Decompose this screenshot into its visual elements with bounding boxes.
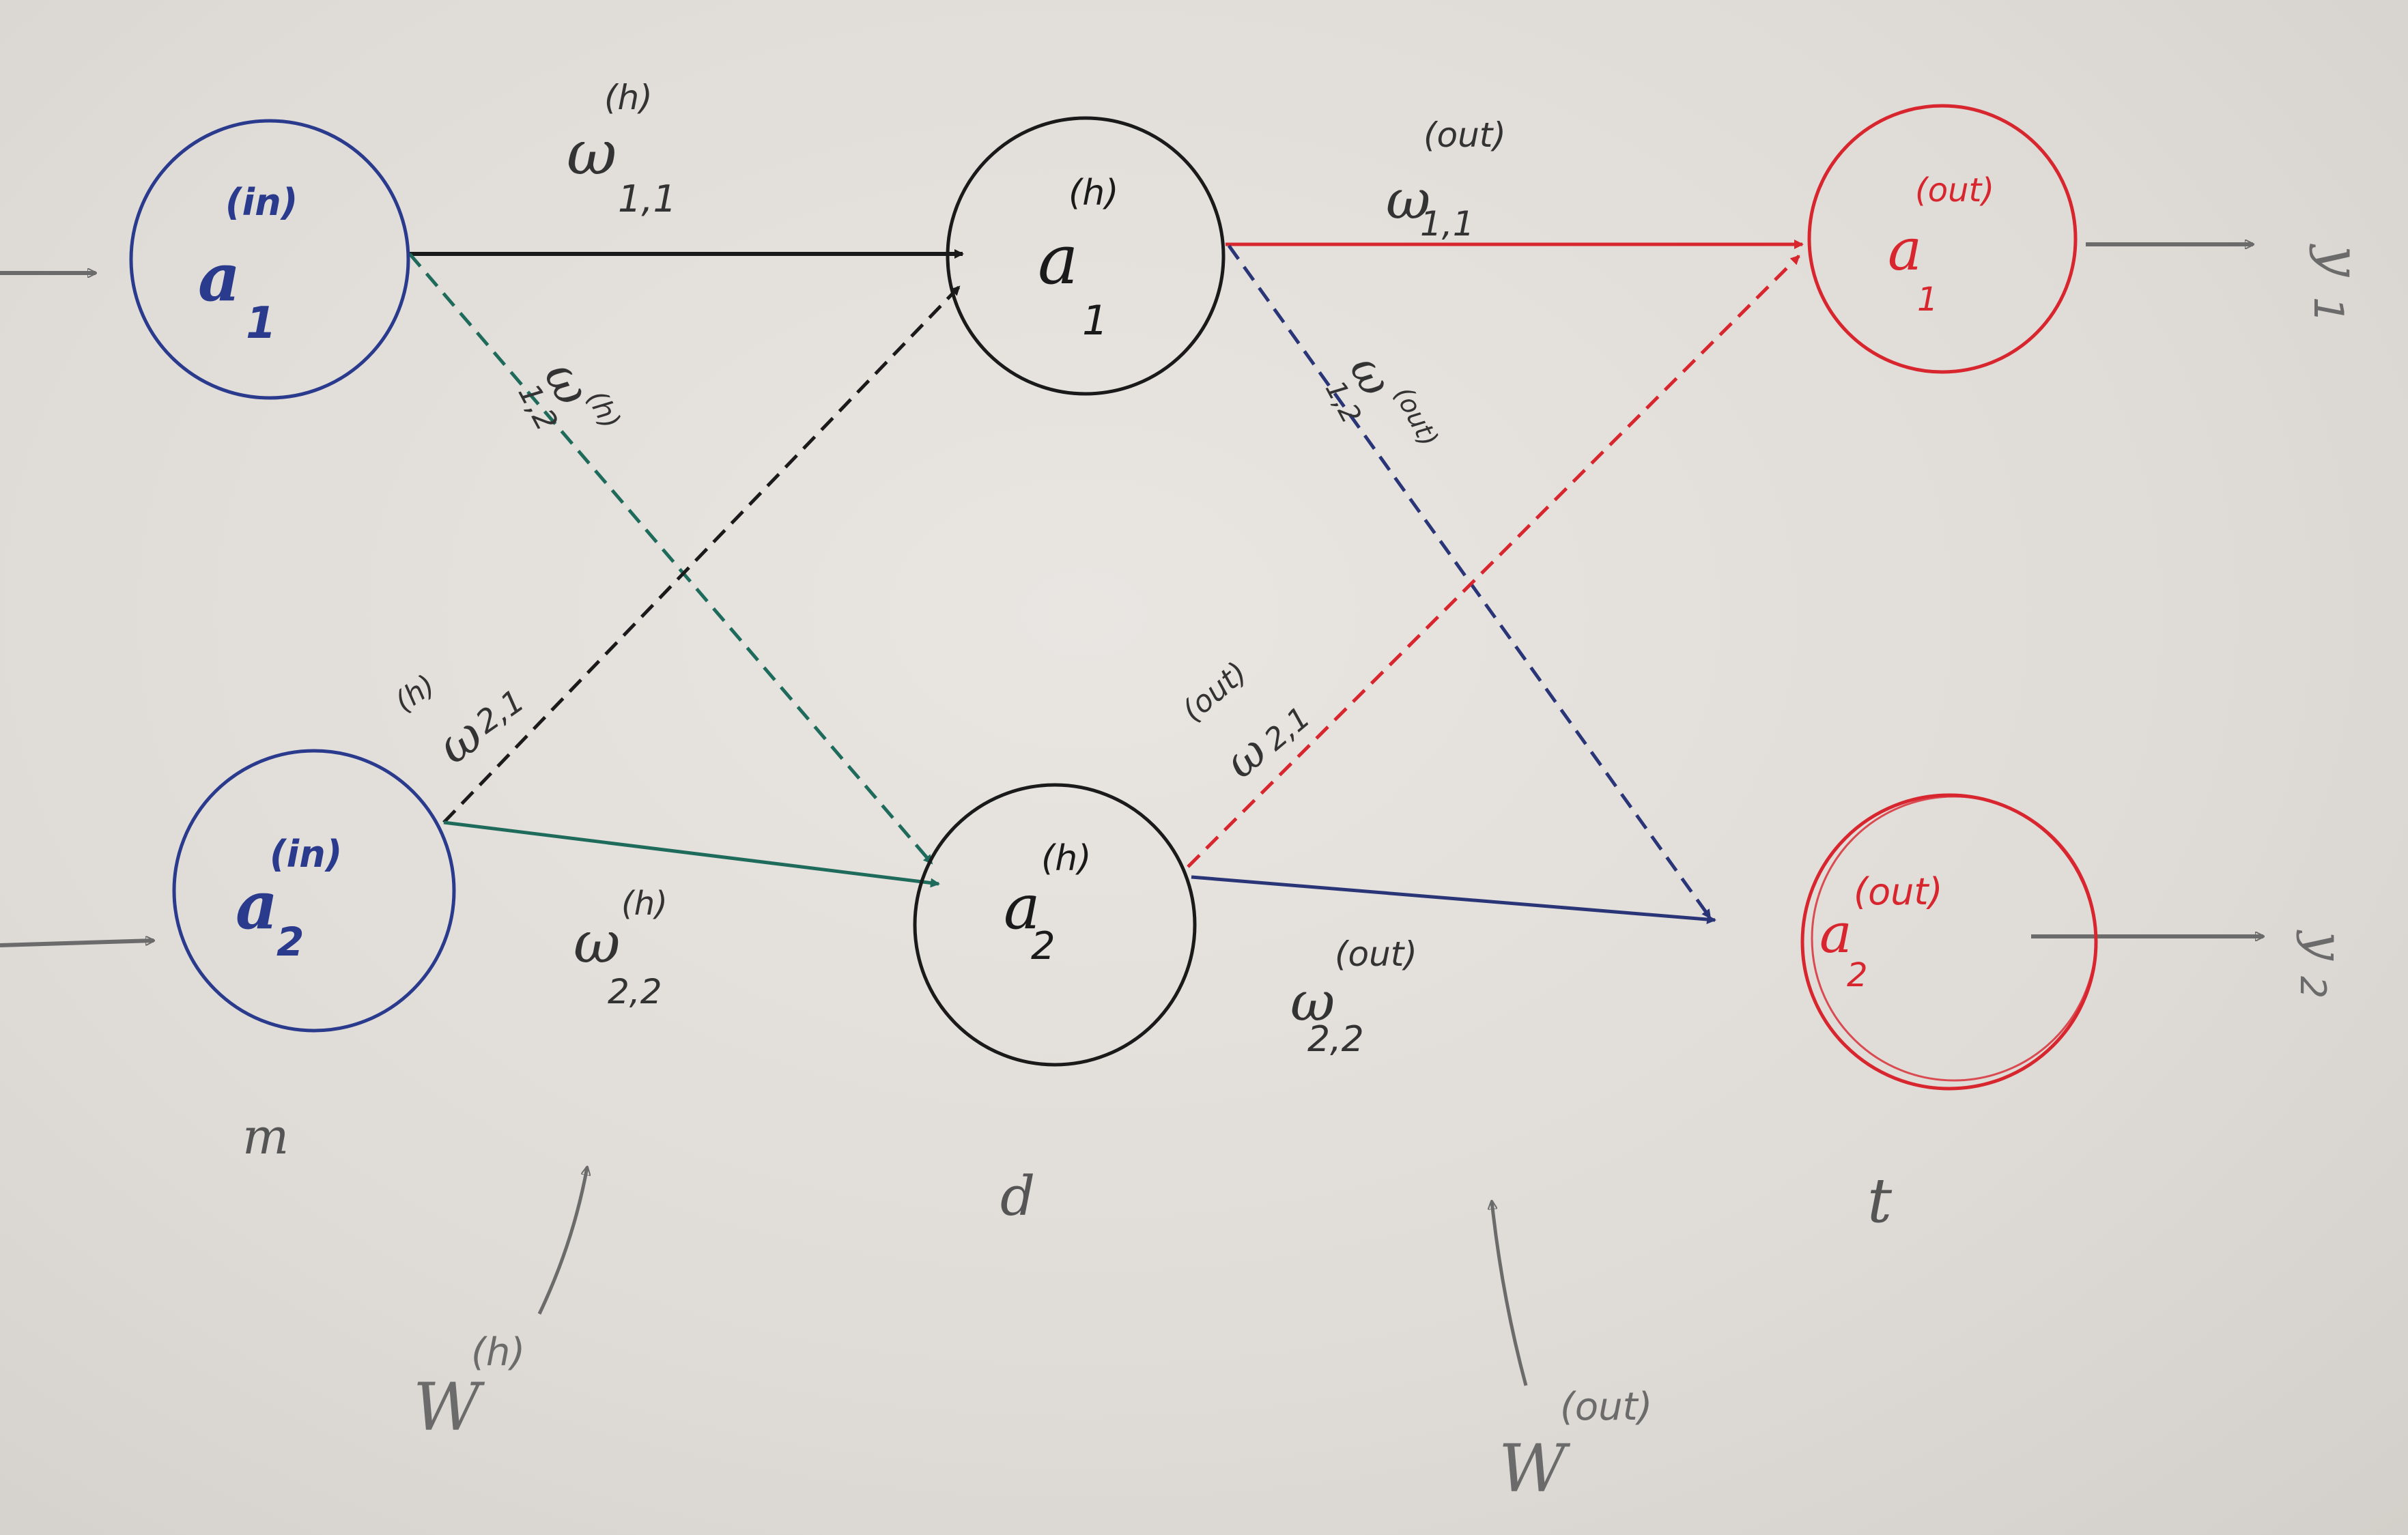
weight-h-1-2: ω 1,2 (h) xyxy=(511,352,627,437)
hidden-node-1-index: 1 xyxy=(1082,297,1108,345)
weight-out-2-2-sup: (out) xyxy=(1335,934,1417,974)
output-layer-label: t xyxy=(1867,1165,1893,1237)
input-node-2 xyxy=(172,749,456,1033)
input-node-2-label: (in) a 2 xyxy=(236,833,342,965)
input-node-2-index: 2 xyxy=(277,919,304,965)
w-hidden-pointer xyxy=(537,1167,587,1315)
weight-out-2-2: (out) ω 2,2 xyxy=(1290,934,1417,1060)
input-layer-label: m xyxy=(242,1108,289,1165)
edge-in2-h2 xyxy=(443,820,940,888)
weight-out-2-1: (out) ω 2,1 xyxy=(1176,655,1317,789)
weight-out-1-2-sup: (out) xyxy=(1389,382,1445,451)
hidden-node-2 xyxy=(913,783,1197,1067)
output-node-1-letter: a xyxy=(1888,216,1922,283)
hidden-node-2-index: 2 xyxy=(1031,924,1056,969)
weight-h-2-2: (h) ω 2,2 xyxy=(573,885,668,1012)
w-out-sup: (out) xyxy=(1560,1385,1652,1429)
output-y-1-letter: y xyxy=(2308,244,2372,278)
input-node-1-letter: a xyxy=(198,239,240,316)
w-out-label: W (out) xyxy=(1499,1385,1652,1507)
w-hidden-letter: W xyxy=(413,1369,485,1446)
input-arrow-2 xyxy=(0,941,154,947)
input-node-1-index: 1 xyxy=(246,298,277,349)
hidden-node-2-label: (h) a 2 xyxy=(1004,838,1092,969)
hidden-node-1-label: (h) a 1 xyxy=(1038,173,1119,345)
output-node-2-sup: (out) xyxy=(1854,870,1943,913)
weight-out-2-2-sub: 2,2 xyxy=(1307,1019,1364,1060)
weight-h-2-1: (h) ω 2,1 xyxy=(388,668,531,775)
input-node-2-letter: a xyxy=(236,867,278,944)
output-y-2-index: 2 xyxy=(2292,976,2333,999)
weight-out-1-1-sup: (out) xyxy=(1423,115,1506,155)
output-y-2: y 2 xyxy=(2292,930,2354,999)
hidden-node-1-letter: a xyxy=(1038,220,1079,300)
weight-out-2-1-sup: (out) xyxy=(1176,655,1253,728)
weight-out-1-1-sub: 1,1 xyxy=(1420,204,1475,244)
input-node-1-sup: (in) xyxy=(225,181,298,224)
weight-h-1-1: (h) ω 1,1 xyxy=(567,78,677,220)
w-hidden-sup: (h) xyxy=(471,1330,525,1375)
input-node-1 xyxy=(129,119,410,400)
w-out-pointer xyxy=(1492,1201,1528,1386)
weight-h-2-2-sub: 2,2 xyxy=(608,972,662,1012)
hidden-node-1-sup: (h) xyxy=(1068,173,1119,214)
output-y-2-letter: y xyxy=(2295,930,2354,961)
weight-h-2-2-w: ω xyxy=(573,909,621,976)
weight-h-1-1-w: ω xyxy=(567,117,617,189)
weight-out-2-2-w: ω xyxy=(1290,970,1335,1033)
output-y-1-index: 1 xyxy=(2304,297,2352,323)
output-node-2-letter: a xyxy=(1819,902,1852,965)
weight-h-1-1-sup: (h) xyxy=(604,78,653,117)
hidden-node-2-letter: a xyxy=(1004,872,1040,943)
edge-in1-h2 xyxy=(408,253,933,865)
input-node-1-label: (in) a 1 xyxy=(198,181,298,349)
output-node-1-index: 1 xyxy=(1917,281,1938,319)
output-node-2-index: 2 xyxy=(1847,956,1868,994)
edge-h2-o1 xyxy=(1187,255,1800,868)
input-node-2-sup: (in) xyxy=(270,833,342,876)
weight-h-1-1-sub: 1,1 xyxy=(618,177,677,220)
output-node-1 xyxy=(1807,104,2078,374)
output-y-1: y 1 xyxy=(2304,244,2372,323)
w-out-letter: W xyxy=(1499,1431,1571,1507)
weight-out-1-1-w: ω xyxy=(1386,168,1430,231)
edge-h2-o2 xyxy=(1191,875,1716,924)
hidden-layer-label: d xyxy=(1000,1164,1035,1228)
weight-h-2-1-sup: (h) xyxy=(388,668,441,718)
output-node-2-overstroke xyxy=(1811,795,2097,1082)
hidden-node-1 xyxy=(946,116,1226,396)
edge-in2-h1 xyxy=(442,285,961,824)
weight-h-2-2-sup: (h) xyxy=(621,885,668,923)
output-node-2-label: (out) a 2 xyxy=(1819,870,1943,994)
output-node-1-sup: (out) xyxy=(1915,171,1994,210)
w-hidden-label: W (h) xyxy=(413,1330,525,1446)
edge-h1-o2 xyxy=(1227,244,1712,919)
hidden-node-2-sup: (h) xyxy=(1041,838,1092,879)
output-node-1-label: (out) a 1 xyxy=(1888,171,1994,319)
weight-out-1-1: (out) ω 1,1 xyxy=(1386,115,1506,244)
